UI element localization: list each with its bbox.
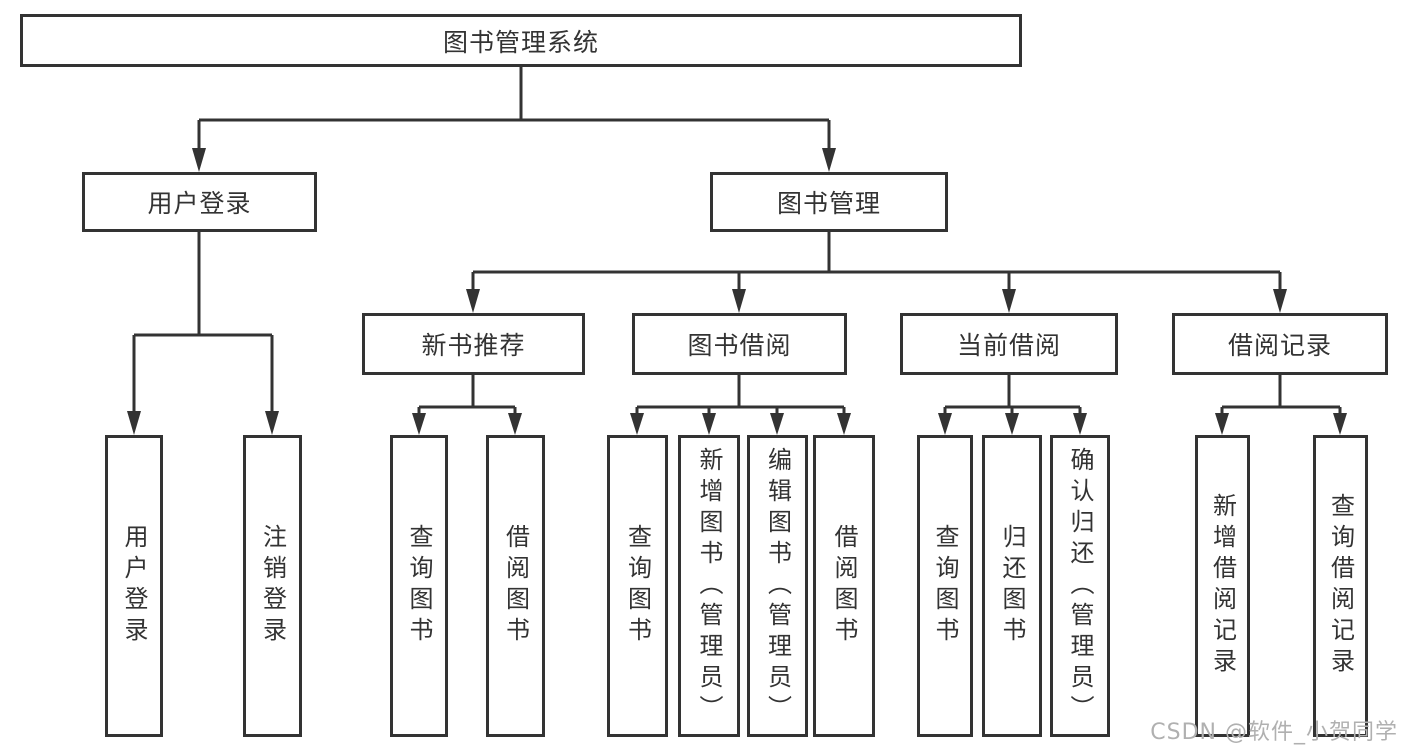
arrowhead bbox=[412, 413, 426, 435]
csdn-watermark: CSDN @软件_小贺同学 bbox=[1150, 720, 1398, 745]
leaf-query-books-borrowing: 查询图书 bbox=[607, 435, 668, 737]
node-book-borrowing: 图书借阅 bbox=[632, 313, 847, 375]
arrowhead bbox=[630, 413, 644, 435]
node-current-borrowing: 当前借阅 bbox=[900, 313, 1118, 375]
arrowhead bbox=[837, 413, 851, 435]
arrowhead bbox=[1215, 413, 1229, 435]
arrowhead bbox=[265, 411, 279, 435]
leaf-add-borrow-record: 新增借阅记录 bbox=[1195, 435, 1250, 737]
node-root-system: 图书管理系统 bbox=[20, 14, 1022, 67]
leaf-query-borrow-record: 查询借阅记录 bbox=[1313, 435, 1368, 737]
leaf-return-books: 归还图书 bbox=[982, 435, 1042, 737]
arrowhead bbox=[938, 413, 952, 435]
arrowhead bbox=[1333, 413, 1347, 435]
leaf-query-books-recommend: 查询图书 bbox=[390, 435, 448, 737]
arrowhead bbox=[192, 148, 206, 172]
leaf-logout: 注销登录 bbox=[243, 435, 302, 737]
arrowhead bbox=[508, 413, 522, 435]
arrowhead bbox=[702, 413, 716, 435]
arrowhead bbox=[127, 411, 141, 435]
arrowhead bbox=[1002, 289, 1016, 313]
node-borrowing-records: 借阅记录 bbox=[1172, 313, 1388, 375]
leaf-edit-books-admin: 编辑图书（管理员） bbox=[747, 435, 808, 737]
node-book-management: 图书管理 bbox=[710, 172, 948, 232]
leaf-user-login: 用户登录 bbox=[105, 435, 163, 737]
leaf-confirm-return-admin: 确认归还（管理员） bbox=[1050, 435, 1110, 737]
arrowhead bbox=[466, 289, 480, 313]
leaf-query-books-current: 查询图书 bbox=[917, 435, 973, 737]
node-user-login: 用户登录 bbox=[82, 172, 317, 232]
arrowhead bbox=[1273, 289, 1287, 313]
arrowhead bbox=[822, 148, 836, 172]
arrowhead bbox=[732, 289, 746, 313]
arrowhead bbox=[1005, 413, 1019, 435]
leaf-add-books-admin: 新增图书（管理员） bbox=[678, 435, 740, 737]
node-new-book-recommend: 新书推荐 bbox=[362, 313, 585, 375]
leaf-borrow-books: 借阅图书 bbox=[813, 435, 875, 737]
arrowhead bbox=[770, 413, 784, 435]
leaf-borrow-books-recommend: 借阅图书 bbox=[486, 435, 545, 737]
arrowhead bbox=[1073, 413, 1087, 435]
